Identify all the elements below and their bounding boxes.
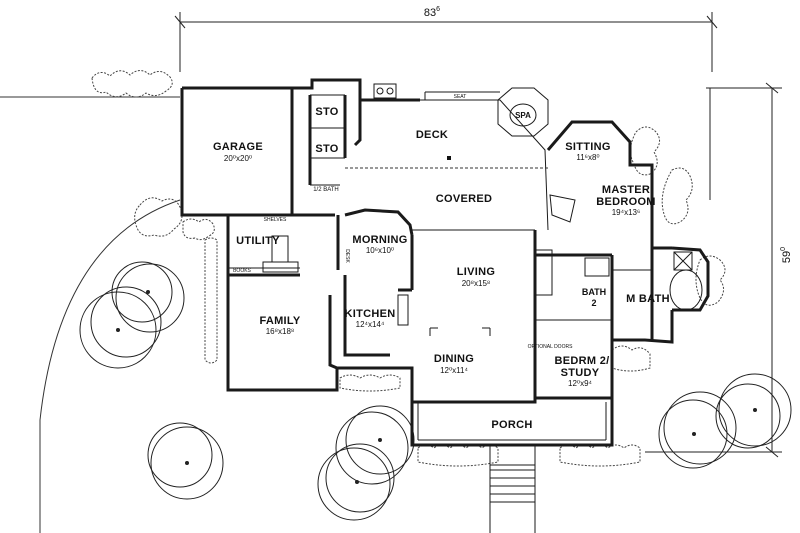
desk-label: DESK (344, 249, 350, 263)
porch-label: PORCH (491, 419, 532, 431)
kitchen-size: 12⁴x14⁴ (356, 320, 385, 329)
family-label: FAMILY (259, 315, 300, 327)
room-morning: MORNING 10⁶x10⁰ (352, 234, 407, 255)
living-size: 20⁸x15⁸ (462, 279, 491, 288)
tree (147, 422, 224, 500)
room-sitting: SITTING 11⁶x8⁰ (565, 141, 611, 162)
garage-label: GARAGE (213, 141, 263, 153)
room-family: FAMILY 16⁸x18⁸ (259, 315, 300, 336)
seat-label: SEAT (454, 94, 467, 100)
morning-label: MORNING (352, 234, 407, 246)
morning-size: 10⁶x10⁰ (366, 246, 394, 255)
sitting-label: SITTING (565, 141, 611, 153)
master-bedroom-size: 19⁴x13⁶ (612, 208, 641, 217)
covered-label: COVERED (436, 193, 493, 205)
utility-label: UTILITY (236, 235, 280, 247)
fixtures (262, 83, 703, 326)
room-bath-2: BATH 2 (582, 287, 606, 308)
living-label: LIVING (457, 266, 495, 278)
room-bedroom-2: BEDRM 2/ STUDY 12⁰x9⁴ (555, 355, 610, 388)
overall-depth-label: 590 (780, 247, 793, 263)
master-bedroom-label-2: BEDROOM (596, 196, 656, 208)
master-bedroom-label: MASTER (602, 184, 650, 196)
bedroom-2-label: BEDRM 2/ (555, 355, 610, 367)
dining-size: 12⁰x11⁴ (440, 366, 468, 375)
sto-1-label: STO (315, 106, 338, 118)
exterior-walls (180, 78, 710, 404)
half-bath-label: 1/2 BATH (313, 187, 339, 193)
spa-label: SPA (515, 111, 531, 120)
landscaping-shrubs (91, 70, 726, 467)
tree (111, 261, 185, 333)
tree (335, 405, 415, 485)
room-living: LIVING 20⁸x15⁸ (457, 266, 495, 288)
optional-doors-label: OPTIONAL DOORS (528, 344, 573, 350)
room-kitchen: KITCHEN 12⁴x14⁴ (345, 308, 396, 329)
bedroom-2-size: 12⁰x9⁴ (568, 379, 593, 388)
bath-2-label: BATH (582, 287, 606, 297)
bath-2-number: 2 (591, 298, 596, 308)
tree (79, 286, 162, 369)
landscaping-trees (79, 261, 792, 521)
tree (658, 391, 737, 469)
tree (317, 443, 395, 521)
tree (715, 373, 792, 449)
garage-size: 20⁰x20⁰ (224, 154, 252, 163)
shelves-label: SHELVES (264, 217, 287, 223)
room-garage: GARAGE 20⁰x20⁰ (213, 141, 263, 163)
room-dining: DINING 12⁰x11⁴ (434, 353, 474, 375)
deck-label: DECK (416, 129, 448, 141)
overall-width-label: 836 (424, 6, 440, 19)
sitting-size: 11⁶x8⁰ (576, 153, 599, 162)
deck-outline (345, 87, 549, 231)
room-master-bedroom: MASTER BEDROOM 19⁴x13⁶ (596, 184, 656, 217)
sto-2-label: STO (315, 143, 338, 155)
property-lines (0, 96, 181, 533)
family-size: 16⁸x18⁸ (266, 327, 295, 336)
dining-label: DINING (434, 353, 474, 365)
porch-outline (410, 398, 614, 533)
interior-walls (226, 88, 654, 402)
master-bath-label: M BATH (626, 293, 670, 305)
books-label: BOOKS (233, 268, 251, 274)
bedroom-2-label-2: STUDY (561, 367, 600, 379)
dimension-lines (174, 12, 782, 458)
kitchen-label: KITCHEN (345, 308, 396, 320)
